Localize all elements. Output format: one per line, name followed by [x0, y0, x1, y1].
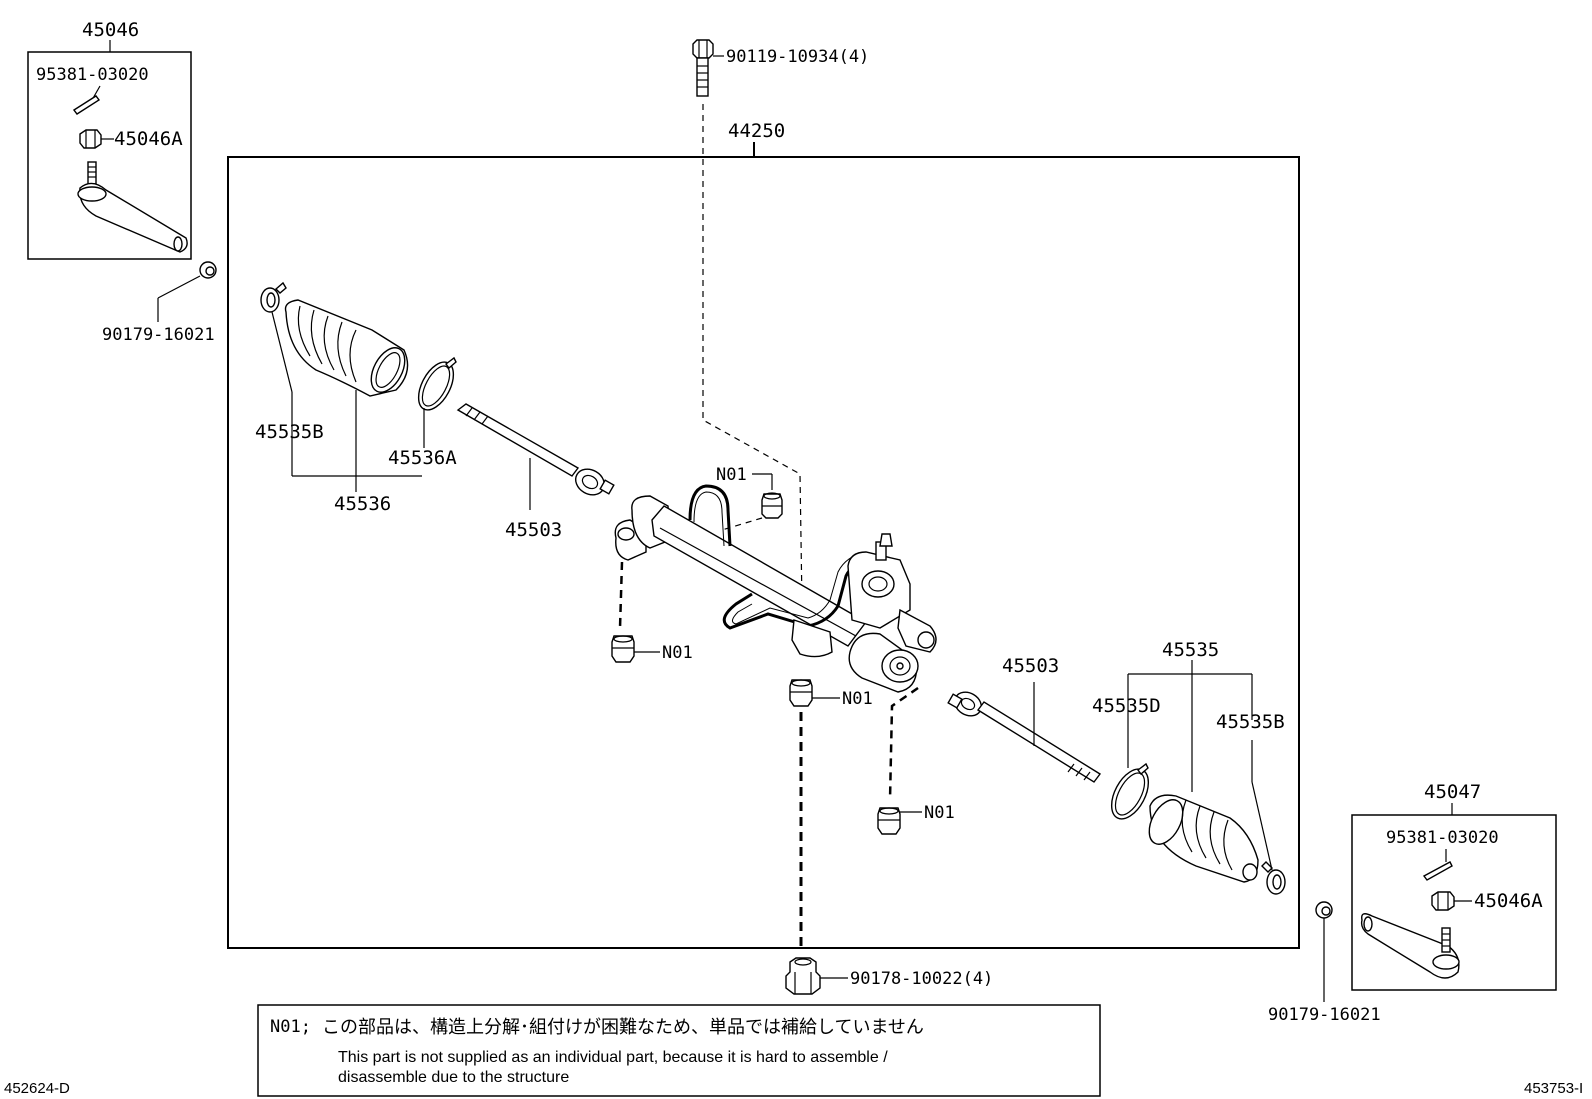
clip-nut-left: [199, 261, 217, 279]
label-cotter-right: 95381-03020: [1386, 828, 1499, 848]
label-boot-clamp-left: 45535B: [255, 421, 324, 443]
cotter-pin-right: [1422, 861, 1453, 881]
tie-rod-end-right: [1360, 913, 1460, 979]
label-boot-clamp-right: 45535B: [1216, 711, 1285, 733]
rack-housing: [614, 484, 937, 693]
bushing-n01-top: [761, 492, 783, 519]
label-n01-lower: N01: [924, 803, 955, 823]
label-clip-nut-left: 90179-16021: [102, 325, 215, 345]
mounting-bolt-top: [692, 39, 714, 97]
label-kit-left: 45046: [82, 19, 139, 41]
label-kit-right: 45047: [1424, 781, 1481, 803]
note-code: N01;: [270, 1017, 311, 1037]
note-english-line2: disassemble due to the structure: [338, 1069, 569, 1086]
label-boot-kit-right: 45535: [1162, 639, 1219, 661]
cotter-pin-left: [72, 95, 101, 115]
tie-rod-end-left: [77, 161, 188, 253]
ref-left: 452624-D: [4, 1080, 70, 1097]
right-kit-frame: [1351, 814, 1557, 991]
label-boot-band-left: 45536A: [388, 447, 457, 469]
bushing-n01-lower: [877, 807, 901, 835]
bushing-n01-left: [611, 635, 635, 663]
note-box: [257, 1004, 1101, 1097]
gear-assembly-frame: [227, 156, 1300, 949]
note-english-line1: This part is not supplied as an individu…: [338, 1049, 888, 1066]
label-clip-nut-right: 90179-16021: [1268, 1005, 1381, 1025]
castle-nut-left: [79, 129, 102, 149]
boot-clamp-left: [260, 281, 287, 313]
boot-band-left: [417, 356, 457, 411]
boot-clamp-right: [1261, 861, 1286, 895]
label-tie-rod-right: 45503: [1002, 655, 1059, 677]
label-tie-rod-left: 45503: [505, 519, 562, 541]
label-boot-band-right: 45535D: [1092, 695, 1161, 717]
boot-bellows-left: [284, 299, 409, 397]
label-n01-top: N01: [716, 465, 747, 485]
bushing-n01-center: [789, 679, 813, 707]
label-nut-bottom: 90178-10022(4): [850, 969, 993, 989]
castle-nut-right: [1431, 891, 1455, 911]
note-japanese: この部品は、構造上分解･組付けが困難なため、単品では補給していません: [322, 1017, 924, 1038]
label-nut-right: 45046A: [1474, 890, 1543, 912]
label-cotter-left: 95381-03020: [36, 65, 149, 85]
label-boot-kit-left: 45536: [334, 493, 391, 515]
label-gear-assy: 44250: [728, 120, 785, 142]
label-bolt-top: 90119-10934(4): [726, 47, 869, 67]
label-n01-center: N01: [842, 689, 873, 709]
clip-nut-right: [1315, 901, 1333, 919]
mounting-nut-bottom: [785, 957, 821, 995]
label-n01-left: N01: [662, 643, 693, 663]
tie-rod-right: [947, 691, 1102, 783]
ref-right: 453753-I: [1524, 1080, 1583, 1097]
label-nut-left: 45046A: [114, 128, 183, 150]
boot-bellows-right: [1148, 794, 1259, 883]
tie-rod-left: [456, 403, 615, 496]
boot-band-right: [1110, 762, 1150, 820]
